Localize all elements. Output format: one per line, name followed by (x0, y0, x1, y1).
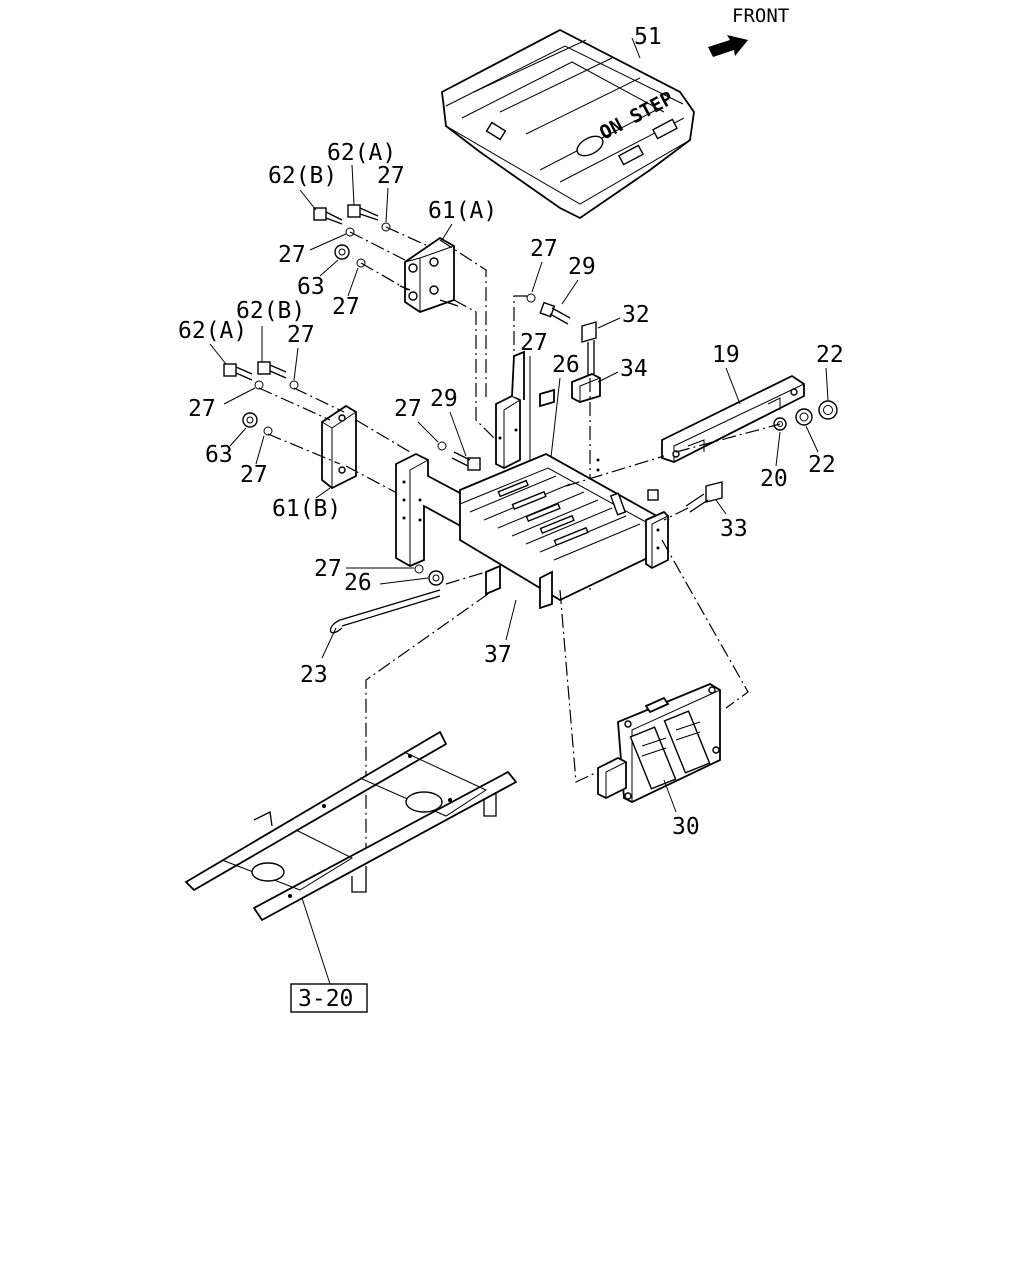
reference-box-label: 3-20 (298, 986, 353, 1012)
rod-23 (329, 589, 441, 634)
callout-30: 30 (672, 814, 700, 840)
callout-62a-left: 62(A) (178, 318, 247, 344)
washer-27-b (345, 227, 355, 237)
callout-29-mid: 29 (430, 386, 458, 412)
bolt-62a-left (223, 363, 253, 381)
reference-box: 3-20 (290, 983, 368, 1013)
callout-27-k: 27 (314, 556, 342, 582)
callout-27-b: 27 (278, 242, 306, 268)
bolt-62b-left (257, 361, 287, 379)
bolt-29-top (539, 301, 571, 325)
callout-61a: 61(A) (428, 198, 497, 224)
spacer-26-bot (428, 570, 444, 586)
washer-27-d (289, 380, 299, 390)
callout-19: 19 (712, 342, 740, 368)
front-indicator: FRONT (708, 5, 789, 57)
step-strip-19 (661, 374, 805, 463)
callout-29-top: 29 (568, 254, 596, 280)
callout-27-i: 27 (240, 462, 268, 488)
front-label: FRONT (732, 5, 789, 27)
nut-63-left (242, 412, 258, 428)
washer-27-low (414, 564, 424, 574)
nut-63-top (334, 244, 350, 260)
callout-51: 51 (634, 24, 662, 50)
callout-27-e: 27 (287, 322, 315, 348)
washer-27-g (526, 293, 536, 303)
step-frame-37 (395, 452, 669, 610)
callout-62b-top: 62(B) (268, 163, 337, 189)
callout-33: 33 (720, 516, 748, 542)
bracket-61a (399, 236, 459, 313)
callout-62a-top: 62(A) (327, 140, 396, 166)
bolt-62b-top (313, 207, 343, 225)
bolt-32 (581, 321, 597, 376)
bolt-62a-top (347, 204, 379, 221)
callout-27-j: 27 (394, 396, 422, 422)
callout-27-a: 27 (377, 163, 405, 189)
bolt-33 (685, 481, 723, 513)
callout-20: 20 (760, 466, 788, 492)
callout-37: 37 (484, 642, 512, 668)
step-cover-51: ON STEP (441, 28, 695, 220)
callout-22-bot: 22 (808, 452, 836, 478)
washer-27-c (356, 258, 366, 268)
pin-block (539, 388, 555, 408)
bracket-61b (321, 404, 357, 490)
washer-27-mid (437, 441, 447, 451)
callout-27-c: 27 (332, 294, 360, 320)
callout-27-d: 27 (530, 236, 558, 262)
callout-23: 23 (300, 662, 328, 688)
washer-20-hole (777, 421, 783, 427)
callout-63-top: 63 (297, 274, 325, 300)
callout-26-top: 26 (552, 352, 580, 378)
chassis-frame (184, 730, 518, 922)
nut-22-top (818, 400, 838, 420)
callout-22-top: 22 (816, 342, 844, 368)
callout-62b-left: 62(B) (236, 298, 305, 324)
callout-63-left: 63 (205, 442, 233, 468)
callout-27-f: 27 (188, 396, 216, 422)
callout-26-bot: 26 (344, 570, 372, 596)
washer-27-a (381, 222, 391, 232)
callout-34: 34 (620, 356, 648, 382)
nut-22-bot (795, 408, 813, 426)
clip-34 (571, 373, 601, 403)
callout-27-g: 27 (520, 330, 548, 356)
bolt-29-mid (451, 451, 481, 471)
callout-32: 32 (622, 302, 650, 328)
washer-27-e (254, 380, 264, 390)
front-arrow-icon (708, 35, 748, 57)
washer-27-f (263, 426, 273, 436)
callout-61b: 61(B) (272, 496, 341, 522)
step-plate-30 (597, 682, 721, 804)
upper-mount-bracket (495, 350, 525, 470)
